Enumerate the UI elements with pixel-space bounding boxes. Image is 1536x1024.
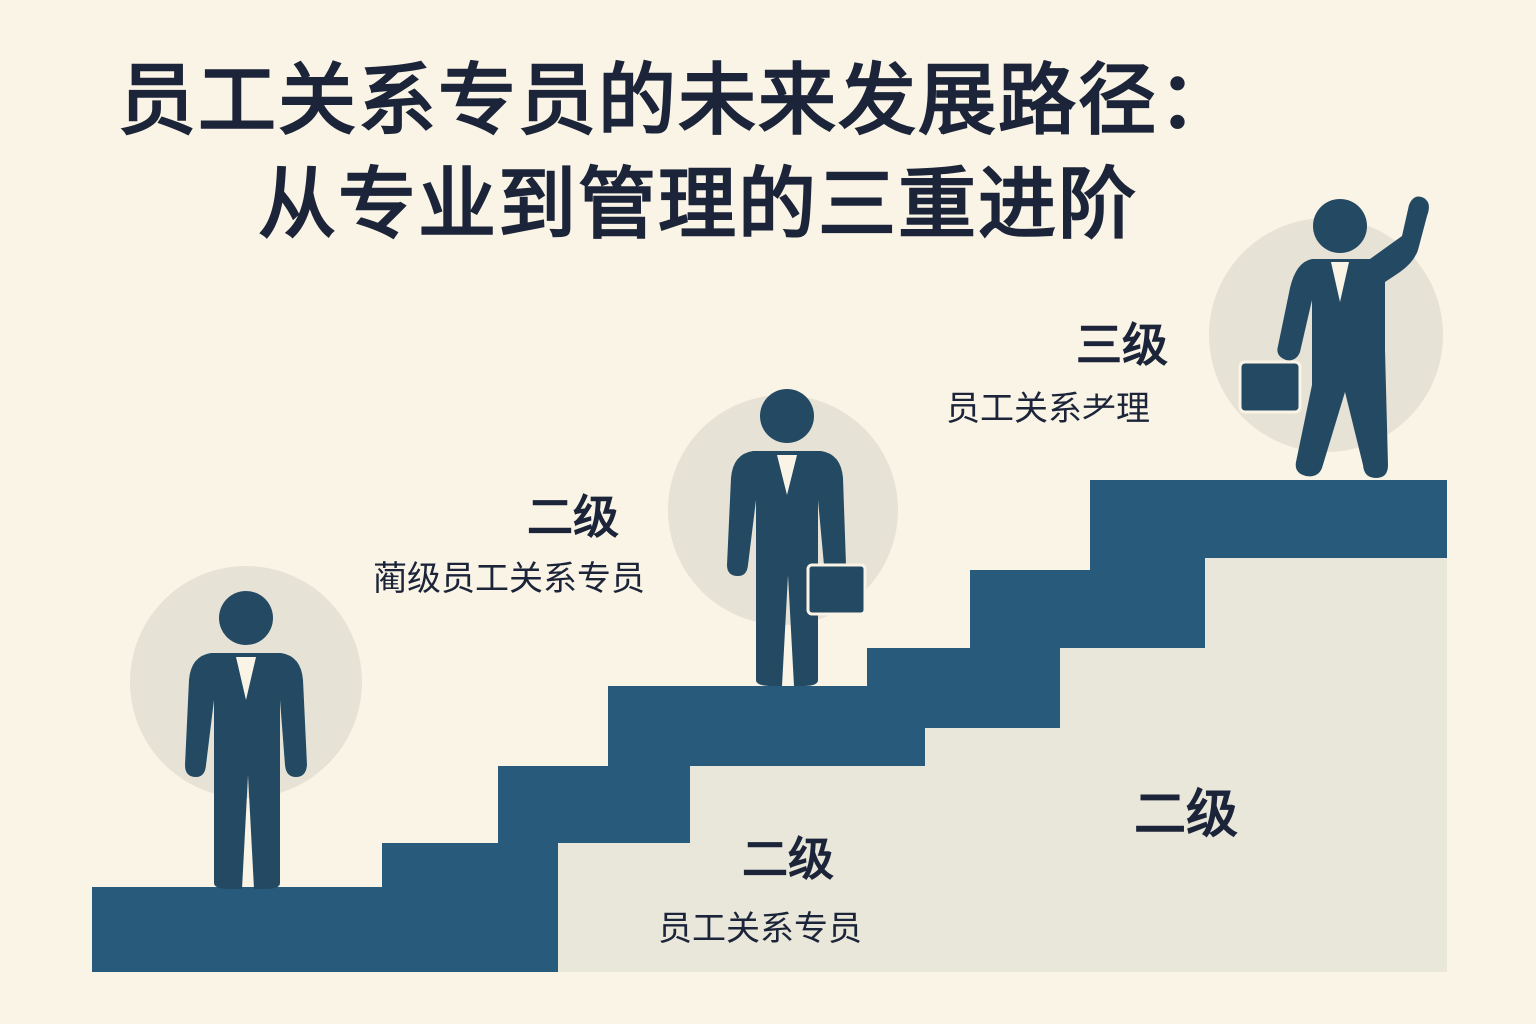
person-icon-level-2 bbox=[727, 389, 867, 686]
page-title-line-2: 从专业到管理的三重进阶 bbox=[258, 160, 1139, 250]
level-label-bottom: 二级 bbox=[742, 832, 834, 886]
level-label-top: 三级 bbox=[1076, 318, 1168, 372]
page-title-line-1: 员工关系专员的未来发展路径： bbox=[118, 56, 1239, 146]
staircase bbox=[92, 480, 1447, 972]
person-icon-level-3 bbox=[1238, 196, 1429, 478]
role-label-top: 员工关系耂理 bbox=[946, 389, 1150, 429]
person-icon-level-1 bbox=[185, 591, 307, 889]
role-label-bottom: 员工关系专员 bbox=[658, 909, 862, 949]
stair-underside bbox=[558, 558, 1447, 972]
level-label-middle: 二级 bbox=[527, 490, 619, 544]
role-label-middle: 蔺级员工关系专员 bbox=[373, 559, 645, 599]
stair-level-label: 二级 bbox=[1134, 785, 1239, 845]
